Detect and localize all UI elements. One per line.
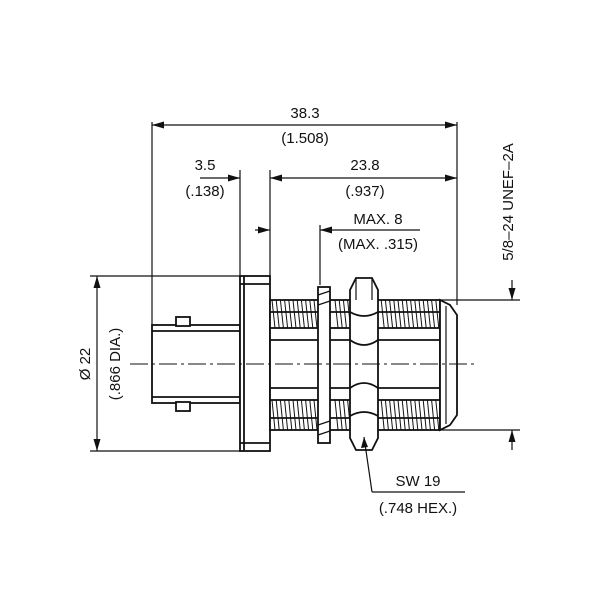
thread-tooth bbox=[296, 299, 301, 329]
thread-tooth bbox=[422, 299, 427, 329]
overall-length-dimension: 38.3 (1.508) bbox=[151, 105, 458, 325]
front-nose bbox=[439, 298, 458, 432]
thread-tooth bbox=[435, 299, 440, 329]
lock-washer bbox=[317, 286, 331, 444]
thread-tooth bbox=[300, 299, 305, 329]
thread-tooth bbox=[305, 399, 310, 431]
bnc-connector bbox=[130, 275, 475, 452]
thread-tooth bbox=[309, 399, 314, 431]
bayonet-stud-bottom bbox=[175, 401, 191, 412]
thread-tooth bbox=[279, 299, 284, 329]
thread-tooth bbox=[397, 399, 402, 431]
thread-tooth bbox=[393, 299, 398, 329]
thread-tooth bbox=[334, 299, 339, 329]
panel-thickness-dimension: MAX. 8 (MAX. .315) bbox=[255, 211, 420, 285]
thread-length-inch: (.937) bbox=[345, 183, 384, 200]
thread-tooth bbox=[271, 299, 276, 329]
thread-length-value: 23.8 bbox=[350, 157, 379, 174]
thread-tooth bbox=[384, 399, 389, 431]
thread-tooth bbox=[405, 299, 410, 329]
thread-tooth bbox=[313, 399, 318, 431]
thread-tooth bbox=[342, 299, 347, 329]
flange-thickness-value: 3.5 bbox=[195, 157, 216, 174]
thread-tooth bbox=[397, 299, 402, 329]
thread-tooth bbox=[334, 399, 339, 431]
hex-size-value: SW 19 bbox=[395, 473, 440, 490]
thread-tooth bbox=[284, 399, 289, 431]
thread-tooth bbox=[296, 399, 301, 431]
thread-lower bbox=[271, 399, 444, 431]
thread-tooth bbox=[414, 399, 419, 431]
thread-tooth bbox=[418, 299, 423, 329]
thread-tooth bbox=[405, 399, 410, 431]
hex-size-callout: SW 19 (.748 HEX.) bbox=[361, 436, 465, 517]
thread-tooth bbox=[305, 299, 310, 329]
thread-tooth bbox=[393, 399, 398, 431]
thread-tooth bbox=[279, 399, 284, 431]
thread-tooth bbox=[426, 299, 431, 329]
thread-tooth bbox=[338, 299, 343, 329]
thread-tooth bbox=[418, 399, 423, 431]
thread-tooth bbox=[422, 399, 427, 431]
thread-tooth bbox=[275, 299, 280, 329]
thread-tooth bbox=[309, 299, 314, 329]
thread-tooth bbox=[431, 299, 436, 329]
flange-diameter-inch: (.866 DIA.) bbox=[107, 328, 124, 401]
thread-tooth bbox=[410, 299, 415, 329]
flange-diameter-dimension: Ø 22 (.866 DIA.) bbox=[77, 275, 240, 452]
thread-tooth bbox=[389, 399, 394, 431]
thread-spec-value: 5/8–24 UNEF–2A bbox=[500, 143, 517, 261]
thread-tooth bbox=[401, 399, 406, 431]
bayonet-stud-top bbox=[175, 316, 191, 327]
overall-length-value: 38.3 bbox=[290, 105, 319, 122]
thread-tooth bbox=[389, 299, 394, 329]
thread-tooth bbox=[401, 299, 406, 329]
thread-tooth bbox=[431, 399, 436, 431]
thread-tooth bbox=[384, 299, 389, 329]
flange-thickness-dimension: 3.5 (.138) bbox=[185, 157, 282, 282]
thread-tooth bbox=[338, 399, 343, 431]
thread-tooth bbox=[426, 399, 431, 431]
thread-tooth bbox=[292, 399, 297, 431]
thread-tooth bbox=[300, 399, 305, 431]
thread-tooth bbox=[410, 399, 415, 431]
panel-thickness-value: MAX. 8 bbox=[353, 211, 402, 228]
thread-tooth bbox=[380, 299, 385, 329]
thread-tooth bbox=[414, 299, 419, 329]
flange-thickness-inch: (.138) bbox=[185, 183, 224, 200]
thread-tooth bbox=[313, 299, 318, 329]
thread-tooth bbox=[288, 299, 293, 329]
thread-tooth bbox=[342, 399, 347, 431]
thread-tooth bbox=[271, 399, 276, 431]
thread-tooth bbox=[292, 299, 297, 329]
flange-diameter-value: Ø 22 bbox=[77, 348, 94, 381]
overall-length-inch: (1.508) bbox=[281, 130, 329, 147]
thread-tooth bbox=[288, 399, 293, 431]
thread-tooth bbox=[435, 399, 440, 431]
hex-size-inch: (.748 HEX.) bbox=[379, 500, 457, 517]
thread-upper bbox=[271, 299, 444, 329]
thread-spec-dimension: 5/8–24 UNEF–2A bbox=[440, 143, 520, 450]
panel-thickness-inch: (MAX. .315) bbox=[338, 236, 418, 253]
thread-length-dimension: 23.8 (.937) bbox=[282, 157, 457, 200]
thread-tooth bbox=[275, 399, 280, 431]
thread-tooth bbox=[284, 299, 289, 329]
thread-tooth bbox=[380, 399, 385, 431]
